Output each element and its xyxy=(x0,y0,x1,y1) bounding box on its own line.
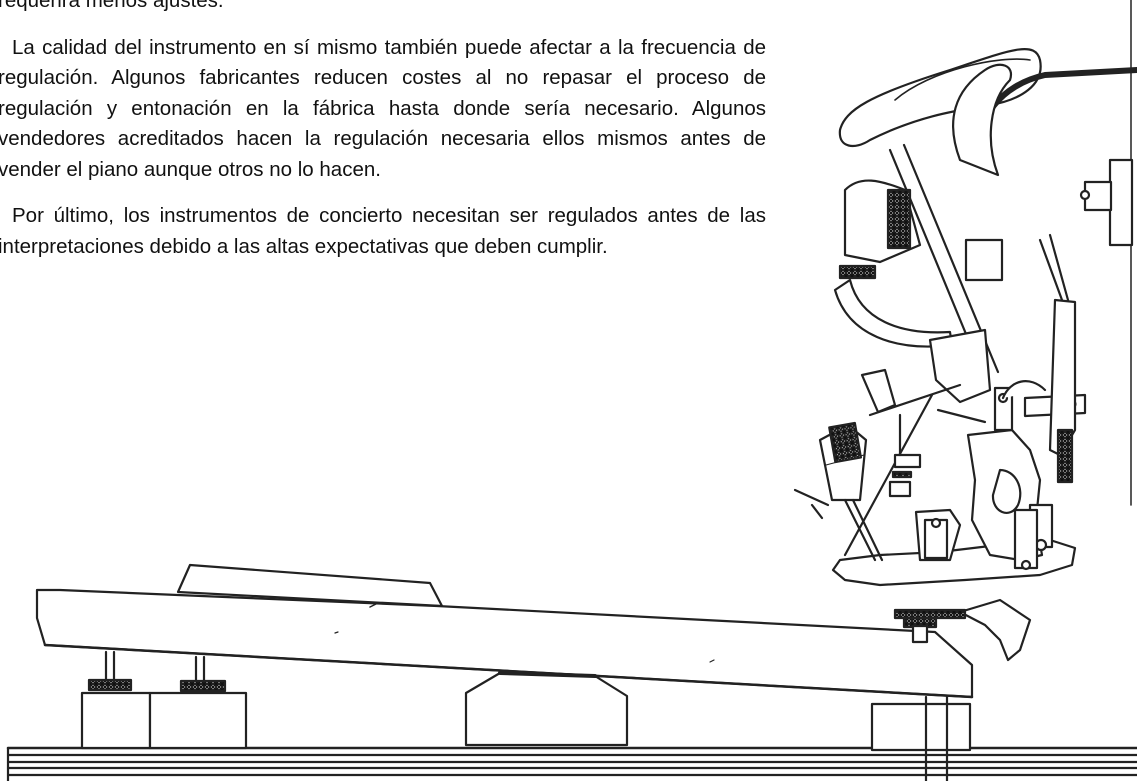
paragraph-instrument-quality: La calidad del instrumento en sí mismo t… xyxy=(0,35,766,181)
keybed-rails xyxy=(6,746,1137,781)
damper-lever xyxy=(952,63,1137,282)
front-rail-felts xyxy=(87,650,227,693)
action-assembly xyxy=(831,233,1087,662)
hammer-assembly xyxy=(833,48,1042,404)
paragraph-concert-instruments: Por último, los instrumentos de conciert… xyxy=(0,204,766,258)
key-lever xyxy=(35,563,974,699)
support-blocks xyxy=(80,671,972,752)
capstan xyxy=(902,615,949,781)
hammer-rail xyxy=(843,368,987,557)
paragraph-intro-tail: requerirá menos ajustes. xyxy=(0,0,224,12)
backcheck xyxy=(793,421,884,562)
document-text: requerirá menos ajustes. La calidad del … xyxy=(0,0,766,278)
